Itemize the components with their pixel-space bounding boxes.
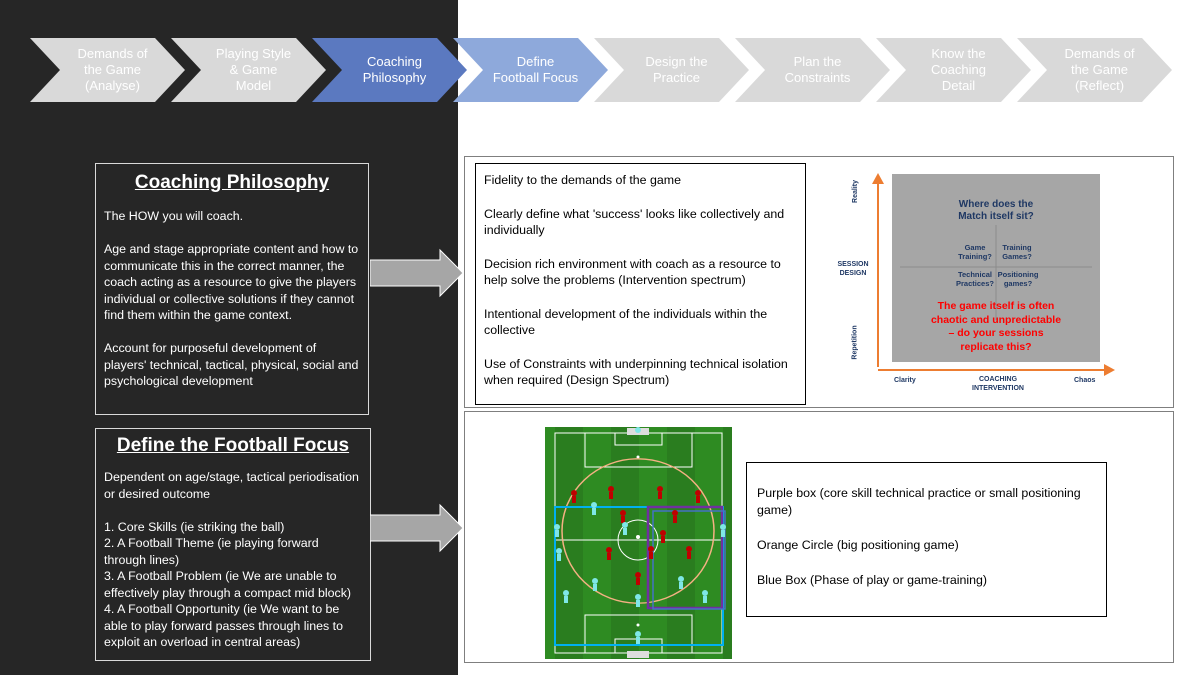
coaching-philosophy-panel: Coaching Philosophy The HOW you will coa…: [95, 163, 369, 415]
matrix-statement: The game itself is often chaotic and unp…: [930, 300, 1062, 353]
chevron-step-4-label: Define Football Focus: [492, 54, 579, 85]
chevron-step-6-label: Plan the Constraints: [784, 54, 851, 85]
pitch-diagram: [545, 427, 732, 659]
matrix-q3: Technical Practices?: [956, 270, 994, 288]
chevron-step-7[interactable]: [876, 38, 1031, 102]
coaching-philosophy-text: The HOW you will coach. Age and stage ap…: [104, 209, 359, 388]
list-item: Fidelity to the demands of the game: [484, 173, 681, 187]
blue-team-players: [554, 427, 726, 644]
chevron-step-1-label: Demands of the Game (Analyse): [77, 46, 148, 93]
matrix-q1: Game Training?: [958, 243, 992, 261]
left-dark-background: [0, 0, 458, 675]
list-item: Use of Constraints with underpinning tec…: [484, 356, 788, 388]
x-axis-left-label: Clarity: [894, 377, 916, 384]
chevron-step-8[interactable]: [1017, 38, 1172, 102]
chevron-shapes: [30, 38, 1172, 102]
y-axis-mid-label: SESSION DESIGN: [837, 261, 869, 277]
list-item: Decision rich environment with coach as …: [484, 256, 781, 288]
x-axis-mid-label: COACHING INTERVENTION: [972, 376, 1024, 392]
y-axis-bottom-label: Repetition: [851, 325, 859, 360]
x-axis-right-label: Chaos: [1074, 377, 1096, 384]
y-axis-top-label: Reality: [851, 180, 859, 203]
red-team-players: [571, 486, 701, 585]
chevron-step-1[interactable]: [30, 38, 185, 102]
football-focus-panel: Define the Football Focus Dependent on a…: [95, 428, 371, 661]
ball-icon: [636, 535, 640, 539]
matrix-axes: [872, 173, 1115, 376]
chevron-step-2[interactable]: [171, 38, 326, 102]
football-focus-text: Dependent on age/stage, tactical periodi…: [104, 470, 359, 649]
legend-blue-box: Blue Box (Phase of play or game-training…: [757, 573, 988, 587]
matrix-q2: Training Games?: [1002, 243, 1032, 261]
chevron-step-2-label: Playing Style & Game Model: [215, 46, 292, 93]
chevron-step-5[interactable]: [594, 38, 749, 102]
pitch-legend: Purple box (core skill technical practic…: [746, 462, 1107, 617]
chevron-step-3-label: Coaching Philosophy: [362, 54, 427, 85]
arrow-right-icon: [370, 248, 464, 298]
chevron-step-3[interactable]: [312, 38, 467, 102]
list-item: Clearly define what 'success' looks like…: [484, 206, 785, 238]
legend-orange-circle: Orange Circle (big positioning game): [757, 538, 959, 552]
chevron-step-5-label: Design the Practice: [645, 54, 708, 85]
matrix-question: Where does the Match itself sit?: [958, 199, 1034, 222]
football-focus-title: Define the Football Focus: [116, 435, 350, 456]
chevron-step-8-label: Demands of the Game (Reflect): [1064, 46, 1135, 93]
chevron-step-7-label: Know the Coaching Detail: [931, 46, 986, 93]
process-steps: Demands of the Game (Analyse) Playing St…: [0, 0, 1200, 110]
philosophy-points-list: Fidelity to the demands of the game Clea…: [475, 163, 806, 405]
session-design-matrix: Where does the Match itself sit? Game Tr…: [830, 170, 1120, 395]
chevron-step-6[interactable]: [735, 38, 890, 102]
coaching-philosophy-title: Coaching Philosophy: [134, 172, 330, 193]
legend-purple-box: Purple box (core skill technical practic…: [757, 486, 1081, 517]
chevron-step-4[interactable]: [453, 38, 608, 102]
list-item: Intentional development of the individua…: [484, 306, 768, 338]
arrow-right-icon: [370, 503, 464, 553]
matrix-q4: Positioning games?: [997, 270, 1039, 288]
